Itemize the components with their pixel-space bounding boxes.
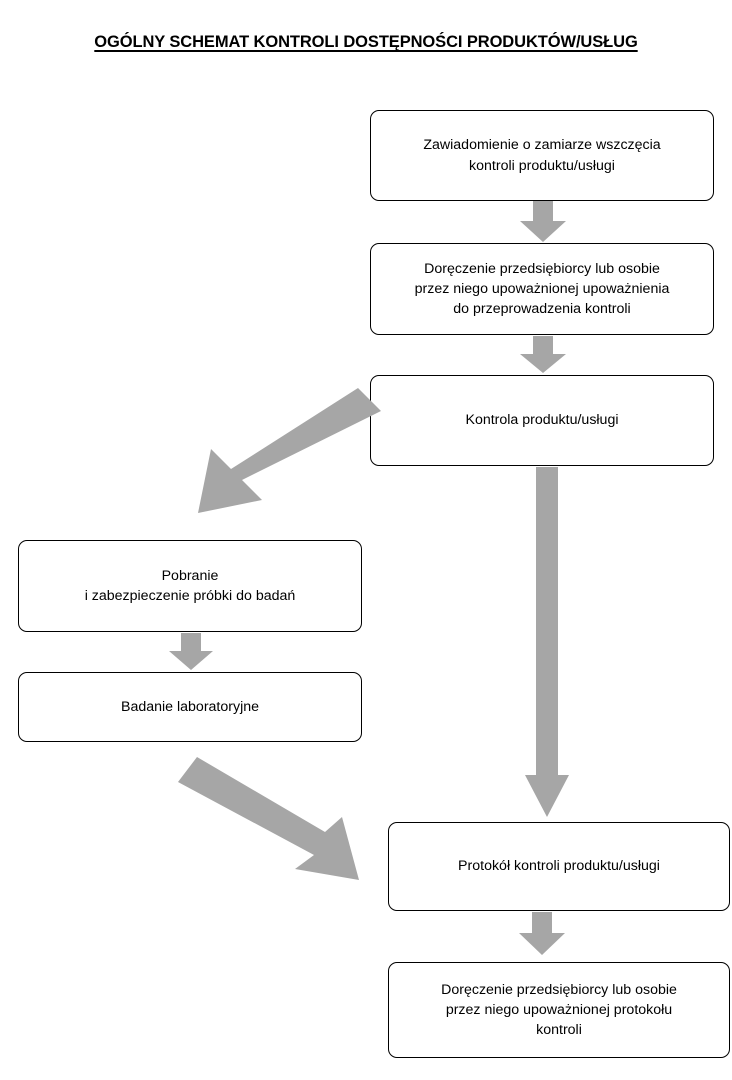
node-line: kontroli <box>536 1022 582 1039</box>
node-doreczenie-protokolu: Doręczenie przedsiębiorcy lub osobie prz… <box>388 962 730 1058</box>
node-line: Doręczenie przedsiębiorcy lub osobie <box>441 981 677 998</box>
node-line: przez niego upoważnionej upoważnienia <box>414 280 670 297</box>
node-pobranie: Pobranie i zabezpieczenie próbki do bada… <box>18 540 362 632</box>
node-protokol-label: Protokół kontroli produktu/usługi <box>399 856 719 876</box>
page-title: OGÓLNY SCHEMAT KONTROLI DOSTĘPNOŚCI PROD… <box>94 33 638 51</box>
node-doreczenie-upowaznienia-label: Doręczenie przedsiębiorcy lub osobie prz… <box>381 259 703 319</box>
node-badanie: Badanie laboratoryjne <box>18 672 362 742</box>
node-kontrola: Kontrola produktu/usługi <box>370 375 714 466</box>
node-line: i zabezpieczenie próbki do badań <box>84 588 296 604</box>
node-line: Doręczenie przedsiębiorcy lub osobie <box>424 260 660 277</box>
node-line: Badanie laboratoryjne <box>120 698 260 715</box>
node-zawiadomienie: Zawiadomienie o zamiarze wszczęcia kontr… <box>370 110 714 201</box>
edge-pobranie-to-badanie <box>168 633 214 671</box>
node-line: do przeprowadzenia kontroli <box>453 301 631 318</box>
node-line: Protokół kontroli produktu/usługi <box>458 858 660 875</box>
edge-doreczenie-to-kontrola <box>519 336 567 374</box>
node-line: Kontrola produktu/usługi <box>465 412 619 429</box>
node-protokol: Protokół kontroli produktu/usługi <box>388 822 730 911</box>
node-line: przez niego upoważnionej protokołu <box>445 1001 673 1018</box>
node-pobranie-label: Pobranie i zabezpieczenie próbki do bada… <box>29 566 351 606</box>
edge-kontrola-to-protokol <box>524 467 570 818</box>
node-doreczenie-protokolu-label: Doręczenie przedsiębiorcy lub osobie prz… <box>399 980 719 1040</box>
node-line: Zawiadomienie o zamiarze wszczęcia <box>423 137 661 154</box>
node-line: Pobranie <box>161 567 219 584</box>
edge-zawiadomienie-to-doreczenie <box>519 201 567 243</box>
node-line: kontroli produktu/usługi <box>469 157 615 174</box>
edge-protokol-to-doreczenie-protokolu <box>518 912 566 956</box>
edge-kontrola-to-pobranie <box>186 388 382 514</box>
node-doreczenie-upowaznienia: Doręczenie przedsiębiorcy lub osobie prz… <box>370 243 714 335</box>
node-zawiadomienie-label: Zawiadomienie o zamiarze wszczęcia kontr… <box>381 135 703 175</box>
node-kontrola-label: Kontrola produktu/usługi <box>381 410 703 430</box>
node-badanie-label: Badanie laboratoryjne <box>29 697 351 717</box>
edge-badanie-to-protokol <box>178 757 360 881</box>
